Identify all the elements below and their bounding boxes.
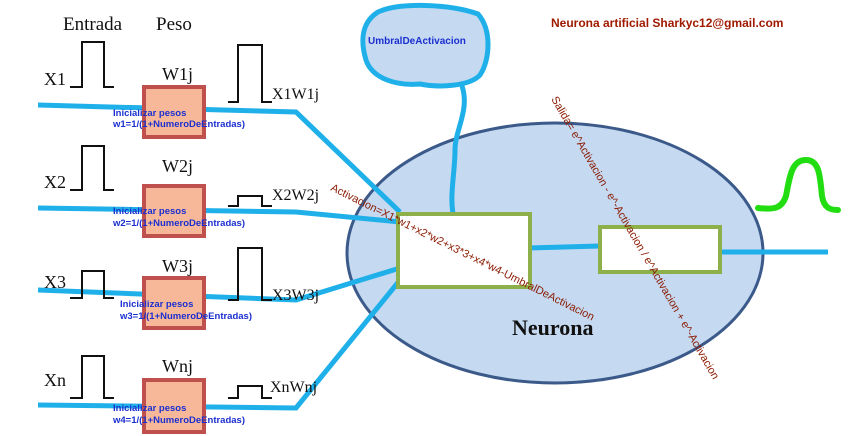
neuron-label: Neurona	[512, 315, 594, 340]
input-label: Xn	[44, 370, 66, 390]
weight-box	[142, 85, 206, 139]
input-pulse	[70, 270, 114, 299]
weight-label: W1j	[162, 64, 193, 84]
weighted-label: X1W1j	[272, 86, 319, 103]
init-note-line1: Inicializar pesos	[113, 403, 186, 414]
threshold-label: UmbralDeActivacion	[368, 36, 466, 47]
input-row-n: Xn Wnj XnWnj Inicializar pesos w4=1/(1+N…	[44, 355, 317, 434]
input-label: X1	[44, 69, 66, 89]
weight-label: W2j	[162, 156, 193, 176]
weight-box	[142, 184, 206, 238]
summation-box	[396, 212, 532, 289]
threshold-connector	[449, 85, 467, 223]
weight-box	[142, 276, 206, 330]
input-label: X3	[44, 272, 66, 292]
input-row-1: X1 W1j X1W1j Inicializar pesos w1=1/(1+N…	[44, 41, 319, 139]
init-note-line2: w3=1/(1+NumeroDeEntradas)	[119, 311, 252, 322]
weight-label: Wnj	[162, 356, 193, 376]
init-note-line2: w4=1/(1+NumeroDeEntradas)	[112, 415, 245, 426]
threshold-cloud	[360, 2, 491, 89]
output-wave-icon	[755, 156, 841, 213]
credit-text: Neurona artificial Sharkyc12@gmail.com	[551, 16, 783, 30]
input-row-3: X3 W3j X3W3j Inicializar pesos w3=1/(1+N…	[44, 247, 319, 330]
input-label: X2	[44, 172, 66, 192]
weighted-pulse	[228, 247, 272, 301]
weight-label: W3j	[162, 256, 193, 276]
weighted-label: X3W3j	[272, 287, 319, 304]
init-note-line1: Inicializar pesos	[113, 206, 186, 217]
entrada-heading: Entrada	[63, 14, 123, 35]
weight-box	[142, 378, 206, 434]
init-note-line1: Inicializar pesos	[113, 108, 186, 119]
weighted-pulse	[228, 195, 272, 207]
init-note-line2: w1=1/(1+NumeroDeEntradas)	[112, 119, 245, 130]
init-note-line2: w2=1/(1+NumeroDeEntradas)	[112, 218, 245, 229]
input-wires	[37, 102, 828, 411]
weighted-pulse	[228, 44, 272, 103]
weighted-label: XnWnj	[270, 379, 317, 396]
input-pulse	[70, 41, 114, 88]
init-note-line1: Inicializar pesos	[120, 299, 193, 310]
input-pulse	[70, 145, 114, 191]
input-row-2: X2 W2j X2W2j Inicializar pesos w2=1/(1+N…	[44, 145, 319, 238]
weighted-pulse	[228, 385, 272, 399]
weighted-label: X2W2j	[272, 187, 319, 204]
input-pulse	[70, 355, 114, 399]
peso-heading: Peso	[156, 14, 192, 35]
activation-box	[598, 225, 722, 274]
